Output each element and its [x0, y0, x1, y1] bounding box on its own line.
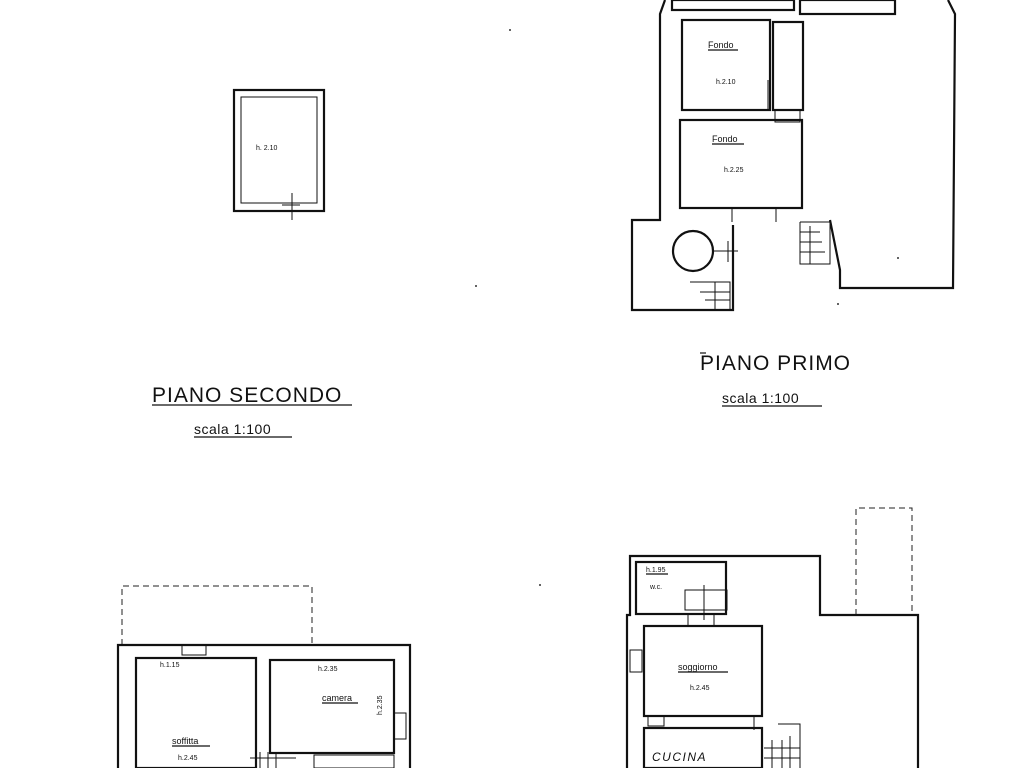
room-inner-wall — [240, 96, 318, 204]
window — [393, 712, 407, 740]
staircase — [799, 221, 831, 265]
room-height-label: h.2.45 — [178, 755, 198, 762]
chimney — [181, 644, 207, 656]
room-fondo-2 — [678, 118, 804, 210]
door-mark — [647, 715, 665, 727]
dashed-outline — [121, 585, 313, 645]
passage — [687, 613, 715, 627]
room-camera — [268, 658, 396, 755]
outer-wall-left — [630, 0, 735, 312]
scan-noise — [475, 29, 899, 586]
outer-wall — [625, 554, 920, 768]
room-name-label: CUCINA — [652, 750, 707, 764]
plan-piano-primo: Fondo h.2.10 Fondo h.2.25 PIANO PRIMO sc… — [630, 0, 957, 407]
room-name-label: soggiorno — [678, 662, 718, 672]
round-tank — [671, 229, 715, 273]
room-height-label: h.2.25 — [724, 167, 744, 174]
upper-room — [670, 0, 796, 12]
staircase — [690, 281, 731, 311]
plan-scale: scala 1:100 — [722, 390, 799, 406]
room-outer-wall — [232, 88, 326, 213]
room-name-label: Fondo — [708, 40, 734, 50]
outer-wall — [116, 643, 412, 768]
plan-scale: scala 1:100 — [194, 421, 271, 437]
room-name-label: w.c. — [649, 584, 662, 591]
room-lower — [313, 754, 395, 768]
passage — [774, 109, 801, 123]
room-soffitta — [134, 656, 258, 768]
dashed-outline — [855, 507, 913, 615]
upper-room — [798, 0, 897, 16]
room-wc — [634, 560, 728, 616]
room-cucina — [642, 726, 764, 768]
room-name-label: camera — [322, 693, 352, 703]
room-height-label: h. 2.10 — [256, 145, 278, 152]
plan-piano-terra: h.1.95 w.c. soggiorno h.2.45 CUCINA — [625, 507, 920, 768]
window — [629, 649, 643, 673]
room-height-label: h.2.10 — [716, 79, 736, 86]
room-name-label: Fondo — [712, 134, 738, 144]
room-height-label: h.1.95 — [646, 567, 666, 574]
shower — [684, 589, 728, 611]
outer-wall-right — [828, 0, 957, 290]
plan-title: PIANO SECONDO — [152, 384, 342, 407]
plan-piano-secondo: h. 2.10 PIANO SECONDO scala 1:100 — [152, 88, 352, 438]
plan-title: PIANO PRIMO — [700, 352, 851, 375]
room-height-label: h.2.35 — [318, 666, 338, 673]
room-fondo-1 — [680, 18, 772, 112]
room-height-label: h.2.35 — [377, 695, 384, 715]
room-height-label: h.2.45 — [690, 685, 710, 692]
room-height-label: h.1.15 — [160, 662, 180, 669]
room-soggiorno — [642, 624, 764, 718]
closet — [771, 20, 805, 112]
room-name-label: soffitta — [172, 736, 198, 746]
plan-sottotetto: h.1.15 h.2.35 camera h.2.35 soffitta h.2… — [116, 585, 412, 768]
staircase — [764, 723, 801, 768]
